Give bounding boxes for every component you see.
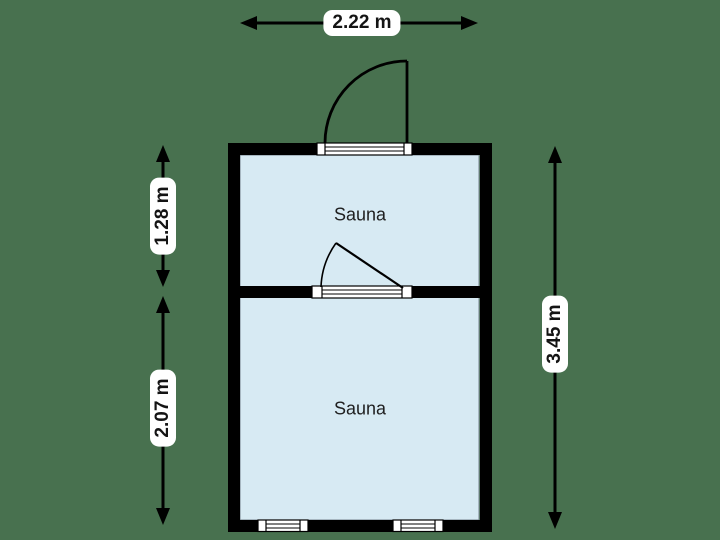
window-bottom-right: [392, 519, 444, 533]
room-label-sauna-lower: Sauna: [333, 398, 387, 419]
entrance-door-threshold: [316, 142, 413, 156]
arrowhead-left-icon: [240, 16, 257, 30]
arrowhead-right-icon: [461, 16, 478, 30]
dimension-label-top-width: 2.22 m: [323, 10, 401, 36]
arrowhead-down-icon: [156, 508, 170, 525]
arrowhead-up-icon: [548, 146, 562, 163]
interior-door-swing: [320, 242, 404, 289]
room-label-sauna-upper: Sauna: [333, 204, 387, 225]
interior-door-threshold: [311, 285, 413, 299]
wall-right: [480, 143, 492, 532]
arrowhead-down-icon: [156, 270, 170, 287]
interior-door-leaf: [335, 242, 404, 289]
window-bottom-left: [257, 519, 309, 533]
dimension-label-upper-left-height: 1.28 m: [150, 177, 176, 255]
arrowhead-up-icon: [156, 145, 170, 162]
entrance-door-swing: [323, 59, 409, 144]
arrowhead-down-icon: [548, 512, 562, 529]
entrance-door-arc: [323, 59, 408, 144]
wall-left: [228, 143, 240, 532]
interior-door-arc: [320, 242, 337, 288]
arrowhead-up-icon: [156, 296, 170, 313]
dimension-label-right-total-height: 3.45 m: [542, 295, 568, 373]
dimension-label-lower-left-height: 2.07 m: [150, 369, 176, 447]
room-interior-fill: [239, 154, 480, 521]
